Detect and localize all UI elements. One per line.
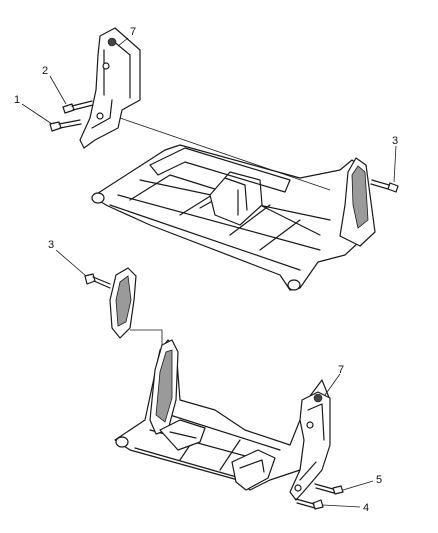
top-hinge-pivot — [107, 37, 117, 47]
top-right-side-plate-shading — [351, 165, 369, 229]
top-to-cover-connector — [119, 117, 331, 350]
middle-hinge-cover — [84, 267, 137, 339]
leader-top-3 — [393, 145, 397, 183]
leader-mid-3 — [55, 249, 87, 277]
callout-top-bolt-1: 1 — [14, 94, 20, 106]
bottom-seat-frame-assembly — [114, 339, 344, 510]
bottom-frame-tube-end-left — [115, 436, 129, 448]
bottom-hinge-pivot — [313, 393, 323, 403]
callout-top-bolt-2: 2 — [42, 65, 48, 77]
leader-bottom-7 — [324, 373, 341, 396]
top-bolt-2 — [62, 100, 94, 114]
top-bolt-1 — [49, 119, 82, 132]
leader-top-2 — [49, 75, 67, 105]
callout-bottom-bolt-4: 4 — [363, 502, 369, 514]
top-seat-frame-assembly — [49, 27, 399, 291]
top-bolt-3-right — [370, 179, 399, 193]
bottom-frame-tubes — [134, 414, 281, 479]
leader-bottom-5 — [342, 480, 374, 491]
callout-bottom-hinge-7: 7 — [338, 364, 344, 376]
bottom-frame-front-bracket — [231, 449, 276, 491]
callout-bottom-bolt-5: 5 — [376, 474, 382, 486]
top-frame-rear-tube — [149, 147, 291, 193]
bottom-bolt-4 — [295, 498, 324, 510]
bottom-right-hinge-plate — [289, 391, 331, 501]
mid-bolt-3-left — [84, 273, 111, 289]
bottom-frame-body — [114, 339, 331, 491]
leader-top-1 — [21, 103, 53, 125]
bottom-bolt-5 — [314, 483, 344, 495]
callout-top-hinge-7: 7 — [130, 26, 136, 38]
top-frame-tube-end-left — [91, 192, 105, 204]
top-frame-center-bracket — [209, 171, 263, 226]
callout-mid-bolt-3-left: 3 — [48, 239, 54, 251]
top-frame-tube-end-right — [287, 279, 301, 291]
leader-top-7 — [117, 37, 129, 47]
leader-bottom-4 — [322, 504, 361, 508]
callout-leaders — [21, 37, 397, 508]
callout-labels: 7 2 1 3 3 7 5 4 — [14, 26, 398, 514]
callout-top-bolt-3-right: 3 — [392, 135, 398, 147]
top-left-hinge-plate — [79, 27, 141, 149]
